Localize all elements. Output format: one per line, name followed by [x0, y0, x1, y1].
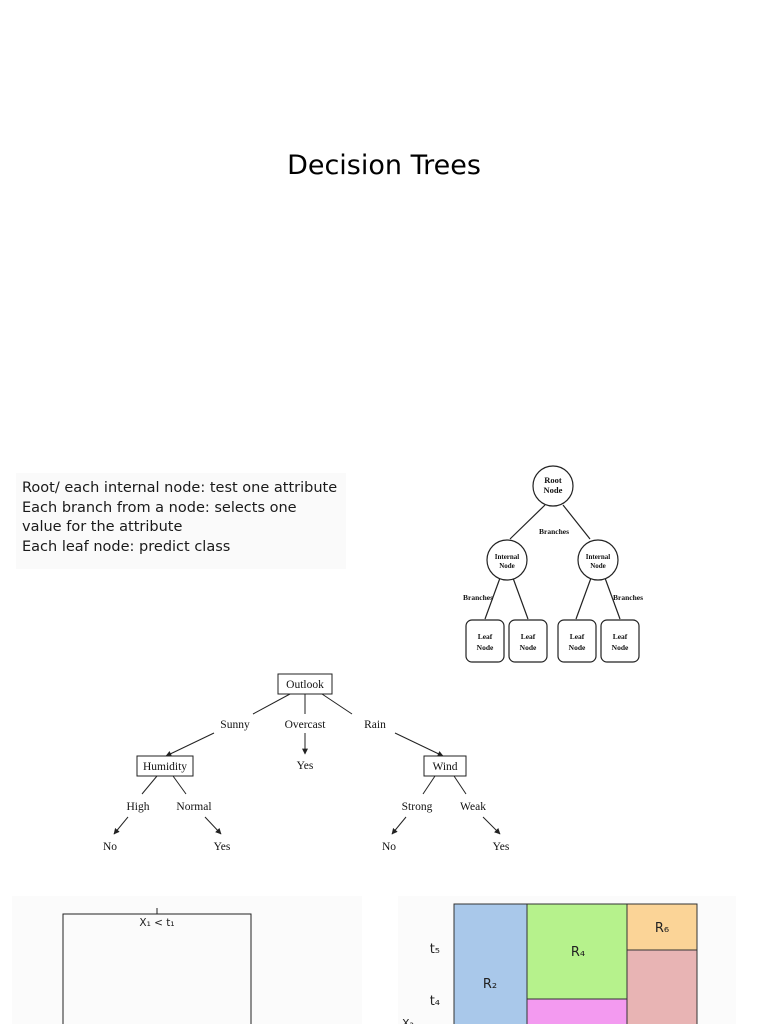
- root-node: [532, 465, 574, 507]
- axis-x2-label: X₂: [402, 1017, 414, 1024]
- humidity-node: [136, 755, 194, 777]
- leaf-node-1: [465, 619, 505, 663]
- internal-node-left: [486, 539, 528, 581]
- wind-label: Wind: [432, 761, 457, 773]
- region-r4: [526, 903, 628, 1000]
- tree-structure-diagram: Root Node Branches Internal Node Interna…: [463, 465, 643, 663]
- leaf-node-4: [600, 619, 640, 663]
- bullet-root: Root/ each internal node: test one attri…: [22, 480, 338, 496]
- branch-rain: Rain: [364, 719, 386, 731]
- leaf-node-2: [508, 619, 548, 663]
- branch-int2-leaf3: [575, 577, 592, 620]
- leaf-label-2: Leaf: [521, 632, 536, 641]
- internal-node-right: [577, 539, 619, 581]
- region-pink: [626, 949, 698, 1024]
- branches-label-left: Branches: [463, 593, 493, 602]
- region-r6-label: R₆: [655, 921, 669, 936]
- branches-label-right: Branches: [613, 593, 643, 602]
- branches-label-top: Branches: [539, 527, 569, 536]
- branch-overcast: Overcast: [285, 719, 327, 731]
- root-node-label: Root: [544, 475, 562, 485]
- wind-node: [423, 755, 467, 777]
- svg-text:Node: Node: [612, 643, 629, 652]
- region-r6: [626, 903, 698, 951]
- root-label-line2: Node: [544, 485, 563, 495]
- leaf-no-humidity: No: [103, 841, 117, 853]
- branch-normal: Normal: [176, 801, 211, 813]
- leaf-yes-humidity: Yes: [214, 841, 231, 853]
- leaf-no-wind: No: [382, 841, 396, 853]
- leaf-label-3: Leaf: [570, 632, 585, 641]
- humidity-label: Humidity: [143, 761, 187, 773]
- branch-root-left: [509, 504, 546, 540]
- leaf-node-3: [557, 619, 597, 663]
- bullet-branch-cont: value for the attribute: [22, 519, 183, 536]
- region-r2-label: R₂: [483, 977, 497, 992]
- branch-int2-leaf4: [604, 577, 621, 620]
- outlook-label: Outlook: [286, 679, 324, 691]
- svg-text:Node: Node: [520, 643, 537, 652]
- split-tree-diagram: X₁ < t₁: [12, 896, 362, 1024]
- threshold-t5: t₅: [430, 942, 440, 957]
- leaf-label-1: Leaf: [478, 632, 493, 641]
- branch-strong: Strong: [402, 801, 433, 813]
- overcast-leaf-yes: Yes: [297, 760, 314, 772]
- branch-int1-leaf1: [484, 577, 501, 620]
- definition-list: Root/ each internal node: test one attri…: [16, 473, 346, 569]
- split-root-label: X₁ < t₁: [139, 917, 174, 929]
- branch-int1-leaf2: [512, 577, 529, 620]
- region-r2: [453, 903, 528, 1024]
- partition-diagram: R₂ R₄ R₆ t₅ t₄ X₂: [398, 896, 736, 1024]
- leaf-yes-wind: Yes: [493, 841, 510, 853]
- bullet-branch: Each branch from a node: selects one: [22, 499, 297, 516]
- branch-root-right: [562, 504, 591, 540]
- leaf-label-4: Leaf: [613, 632, 628, 641]
- svg-text:Node: Node: [499, 562, 515, 570]
- branch-sunny: Sunny: [220, 719, 250, 731]
- region-magenta: [526, 998, 628, 1024]
- svg-text:Node: Node: [544, 485, 563, 495]
- split-tree-frame: [62, 913, 252, 1024]
- weather-decision-tree: Outlook Sunny Overcast Rain Yes Humidity…: [103, 673, 510, 853]
- branch-weak: Weak: [460, 801, 486, 813]
- svg-text:Node: Node: [569, 643, 586, 652]
- region-r4-label: R₄: [571, 945, 585, 960]
- internal-left-label: Internal: [495, 553, 520, 561]
- bullet-leaf: Each leaf node: predict class: [22, 538, 231, 555]
- page-title: Decision Trees: [287, 150, 481, 181]
- branch-high: High: [127, 801, 150, 813]
- root-label-line1: Root: [544, 475, 562, 485]
- svg-text:Node: Node: [477, 643, 494, 652]
- threshold-t4: t₄: [430, 994, 440, 1009]
- svg-text:Node: Node: [590, 562, 606, 570]
- internal-right-label: Internal: [586, 553, 611, 561]
